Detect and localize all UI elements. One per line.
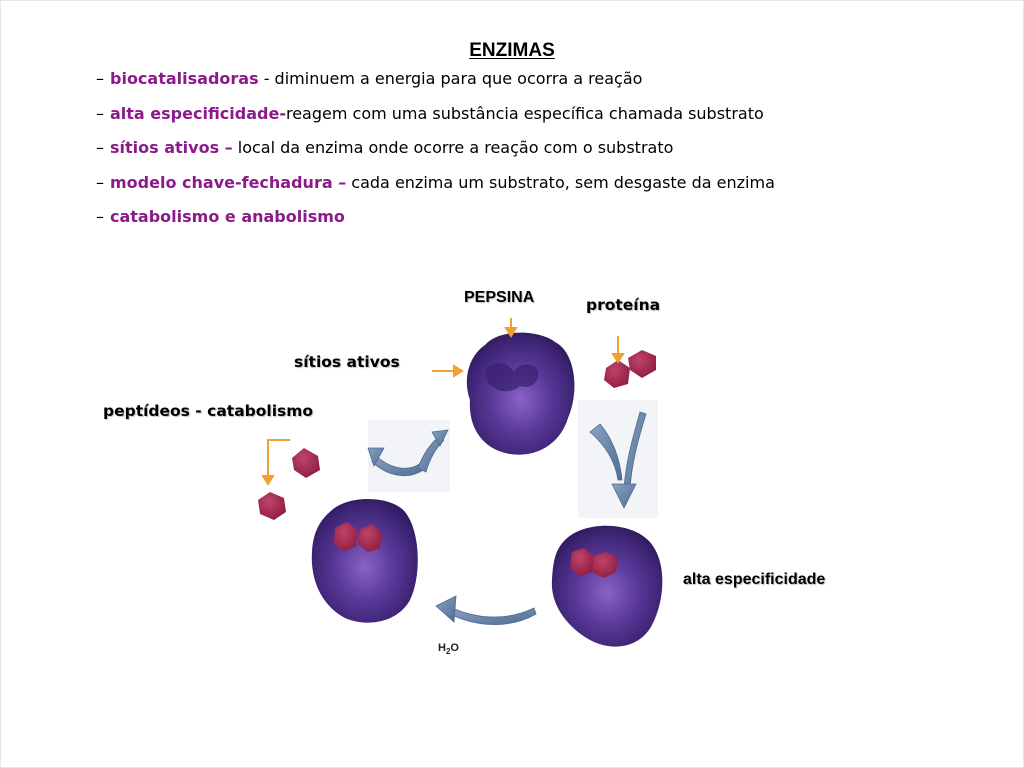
water-label: H2O [438, 642, 459, 656]
arrow-head [611, 483, 637, 509]
high-specificity-label: alta especificidade [683, 571, 826, 588]
arrow-head [367, 447, 385, 467]
protein-label: proteína [586, 296, 661, 314]
bullet-text: reagem com uma substância específica cha… [285, 103, 764, 123]
slide-title: ENZIMAS [469, 40, 555, 61]
arrow-head [261, 475, 275, 486]
bullet-keyword: modelo chave-fechadura – [110, 172, 347, 192]
bullet-text: cada enzima um substrato, sem desgaste d… [346, 172, 775, 192]
bullet-text: - diminuem a energia para que ocorra a r… [258, 69, 643, 88]
peptides-label: peptídeos - catabolismo [103, 402, 314, 420]
bullet-item: –modelo chave-fechadura – cada enzima um… [96, 170, 775, 205]
bullet-item: –catabolismo e anabolismo [96, 204, 775, 239]
bullet-text: local da enzima onde ocorre a reação com… [232, 138, 674, 157]
orange-arrows [261, 318, 625, 486]
bullet-dash: – [96, 69, 104, 88]
cycle-arrows [367, 411, 647, 625]
peptide-fragment [258, 492, 286, 520]
water-h: H [438, 642, 446, 654]
water-o: O [450, 642, 459, 654]
bullet-keyword: sítios ativos – [110, 138, 233, 157]
curved-arrow [449, 607, 537, 625]
enzyme-right [551, 525, 663, 647]
bullet-keyword: catabolismo e anabolismo [110, 207, 345, 226]
bullet-item: –alta especificidade-reagem com uma subs… [96, 101, 775, 136]
bullet-dash: – [96, 103, 104, 123]
arrow-head [431, 429, 449, 447]
arrow-head [504, 327, 518, 338]
bullet-list: –biocatalisadoras - diminuem a energia p… [96, 66, 775, 239]
peptide-fragment [292, 448, 320, 478]
arrow-head [611, 353, 625, 364]
bullet-dash: – [96, 207, 104, 226]
curved-arrow [417, 435, 445, 473]
bullet-keyword: alta especificidade- [110, 103, 286, 123]
bullet-dash: – [96, 138, 104, 157]
protein-substrate [604, 350, 656, 388]
active-site-shape [485, 363, 539, 392]
pepsina-label: PEPSINA [464, 289, 535, 306]
bound-substrate [570, 548, 618, 578]
enzyme-left [311, 498, 418, 623]
arrow-backdrop [368, 420, 450, 492]
arrow-head [453, 364, 464, 378]
water-subscript: 2 [445, 647, 451, 657]
bullet-item: –biocatalisadoras - diminuem a energia p… [96, 66, 775, 101]
bullet-keyword: biocatalisadoras [110, 69, 259, 88]
bound-substrate [334, 522, 382, 552]
curved-arrow [589, 423, 623, 481]
bullet-item: –sítios ativos – local da enzima onde oc… [96, 135, 775, 170]
bullet-dash: – [96, 172, 104, 192]
active-sites-label: sítios ativos [294, 353, 400, 371]
arrow-head [435, 595, 457, 623]
enzyme-top [466, 332, 575, 455]
